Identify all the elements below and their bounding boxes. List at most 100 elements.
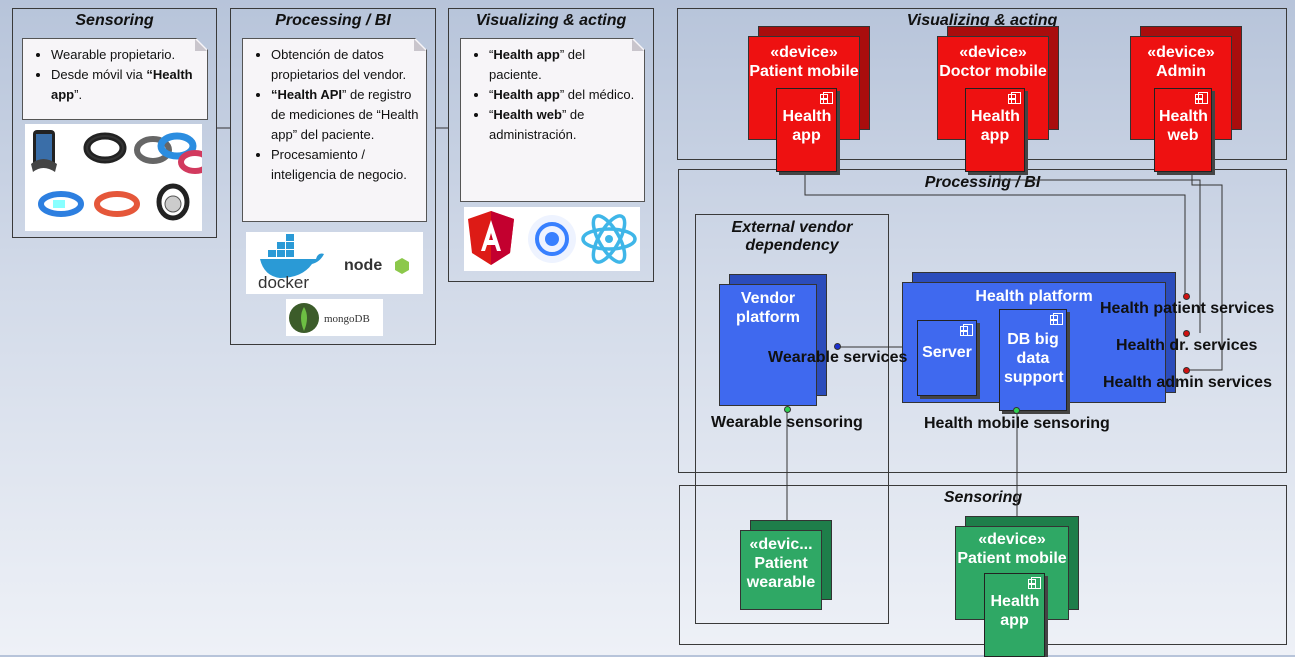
- bullet-item: “Health app” del paciente.: [489, 45, 638, 85]
- frame-title: Sensoring: [943, 489, 1023, 506]
- device-admin[interactable]: «device» Admin: [1130, 26, 1242, 140]
- label-wearable-services: Wearable services: [768, 349, 908, 366]
- bullet-item: Obtención de datos propietarios del vend…: [271, 45, 420, 85]
- label-wearable-sensoring: Wearable sensoring: [711, 414, 863, 431]
- server-component[interactable]: Server: [917, 320, 977, 396]
- docker-logo-text: docker: [258, 273, 309, 292]
- component-icon: [1008, 92, 1021, 104]
- device-stereotype: «devic...: [749, 536, 813, 553]
- bullet-item: “Health web” de administración.: [489, 105, 638, 145]
- wearables-image: [25, 124, 212, 231]
- component-icon: [960, 324, 973, 336]
- device-stereotype: «device»: [959, 44, 1027, 61]
- sensoring-bullets: Wearable propietario. Desde móvil via “He…: [23, 39, 207, 105]
- panel-title: Sensoring: [75, 12, 154, 29]
- bullet-bold: “Health API: [271, 87, 343, 102]
- device-patient-wearable[interactable]: «devic... Patient wearable: [740, 520, 832, 610]
- docker-node-illustration: docker node: [258, 234, 409, 292]
- visualizing-note: “Health app” del paciente.“Health app” d…: [460, 38, 645, 202]
- port-patient-services[interactable]: [1183, 293, 1190, 300]
- mongodb-illustration: mongoDB: [289, 303, 370, 333]
- sensoring-note: Wearable propietario. Desde móvil via “He…: [22, 38, 208, 120]
- db-component[interactable]: DB big data support: [999, 309, 1067, 411]
- bullet-item: Desde móvil via “Health app”.: [51, 65, 201, 105]
- port-mobile-sensoring[interactable]: [1013, 407, 1020, 414]
- visualizing-bullets: “Health app” del paciente.“Health app” d…: [461, 39, 644, 145]
- component-icon: [820, 92, 833, 104]
- panel-title: Processing / BI: [275, 12, 391, 29]
- cordova-react-icon: [581, 214, 637, 264]
- bullet-bold: Health app: [493, 87, 560, 102]
- bullet-pre: Desde móvil via: [51, 67, 147, 82]
- bullet-post: ” del médico.: [559, 87, 635, 102]
- port-dr-services[interactable]: [1183, 330, 1190, 337]
- processing-panel: Processing / BI: [230, 8, 436, 345]
- component-icon: [1050, 313, 1063, 325]
- bullet-pre: “: [489, 107, 494, 122]
- sensoring-frame: Sensoring: [679, 485, 1287, 645]
- processing-bullets: Obtención de datos propietarios del vend…: [243, 39, 426, 185]
- bullet-pre: “: [489, 47, 494, 62]
- frontend-illustration: [468, 211, 637, 265]
- component-health-app-sensor[interactable]: Health app: [984, 573, 1045, 657]
- component-label: Health app: [782, 108, 832, 144]
- bullet-post: ”.: [74, 87, 83, 102]
- label-admin-services: Health admin services: [1103, 374, 1272, 391]
- bullet-post: ” del paciente.: [489, 47, 586, 82]
- device-name: Patient mobile: [749, 63, 859, 80]
- frame-title: External vendor dependency: [731, 219, 853, 254]
- visualizing-panel: Visualizing & acting: [448, 8, 654, 282]
- component-label: Health app: [990, 593, 1040, 629]
- bullet-item: “Health API” de registro de mediciones d…: [271, 85, 420, 145]
- device-name: Patient wearable: [746, 555, 816, 591]
- bullet-bold: “Health app: [51, 67, 193, 102]
- device-stereotype: «device»: [978, 531, 1046, 548]
- bullet-post: ” de registro de mediciones de “Health a…: [271, 87, 419, 142]
- device-name: Patient mobile: [957, 550, 1067, 567]
- bullet-item: Procesamiento / inteligencia de negocio.: [271, 145, 420, 185]
- component-icon: [1195, 92, 1208, 104]
- component-label: DB big data support: [1004, 331, 1064, 386]
- mongodb-logo: mongoDB: [286, 299, 383, 336]
- component-icon: [1028, 577, 1041, 589]
- frontend-logos: [464, 207, 640, 271]
- port-wearable-services[interactable]: [834, 343, 841, 350]
- sensoring-panel: Sensoring: [12, 8, 217, 238]
- frame-title: Processing / BI: [924, 174, 1041, 191]
- device-stereotype: «device»: [1147, 44, 1215, 61]
- device-name: Admin: [1156, 63, 1206, 80]
- bullet-item: “Health app” del médico.: [489, 85, 638, 105]
- frame-title: Visualizing & acting: [906, 12, 1058, 29]
- node-logo-text: node: [344, 257, 382, 274]
- bullet-pre: Procesamiento / inteligencia de negocio.: [271, 147, 407, 182]
- label-mobile-sensoring: Health mobile sensoring: [924, 415, 1110, 432]
- vendor-platform-node[interactable]: Vendor platform: [719, 274, 827, 406]
- wearables-illustration: [31, 130, 212, 221]
- node-name: Health platform: [975, 288, 1093, 305]
- component-label: Health web: [1159, 108, 1208, 144]
- external-vendor-frame: External vendor dependency: [695, 214, 889, 624]
- label-dr-services: Health dr. services: [1116, 337, 1258, 354]
- panel-title: Visualizing & acting: [475, 12, 627, 29]
- bullet-post: ” de administración.: [489, 107, 585, 142]
- component-label: Server: [922, 344, 972, 361]
- node-name: Vendor platform: [736, 290, 800, 326]
- component-health-web[interactable]: Health web: [1154, 88, 1212, 172]
- port-admin-services[interactable]: [1183, 367, 1190, 374]
- device-name: Doctor mobile: [939, 63, 1047, 80]
- bullet-pre: Wearable propietario.: [51, 47, 176, 62]
- mongodb-logo-text: mongoDB: [324, 313, 370, 325]
- component-health-app-patient[interactable]: Health app: [776, 88, 837, 172]
- label-patient-services: Health patient services: [1100, 300, 1275, 317]
- bullet-bold: Health web: [493, 107, 562, 122]
- component-health-app-doctor[interactable]: Health app: [965, 88, 1025, 172]
- port-wearable-sensoring[interactable]: [784, 406, 791, 413]
- processing-note: Obtención de datos propietarios del vend…: [242, 38, 427, 222]
- bullet-pre: “: [489, 87, 494, 102]
- docker-node-logos: docker node: [246, 232, 423, 294]
- bullet-item: Wearable propietario.: [51, 45, 201, 65]
- bullet-pre: Obtención de datos propietarios del vend…: [271, 47, 407, 82]
- bullet-bold: Health app: [493, 47, 560, 62]
- component-label: Health app: [971, 108, 1020, 144]
